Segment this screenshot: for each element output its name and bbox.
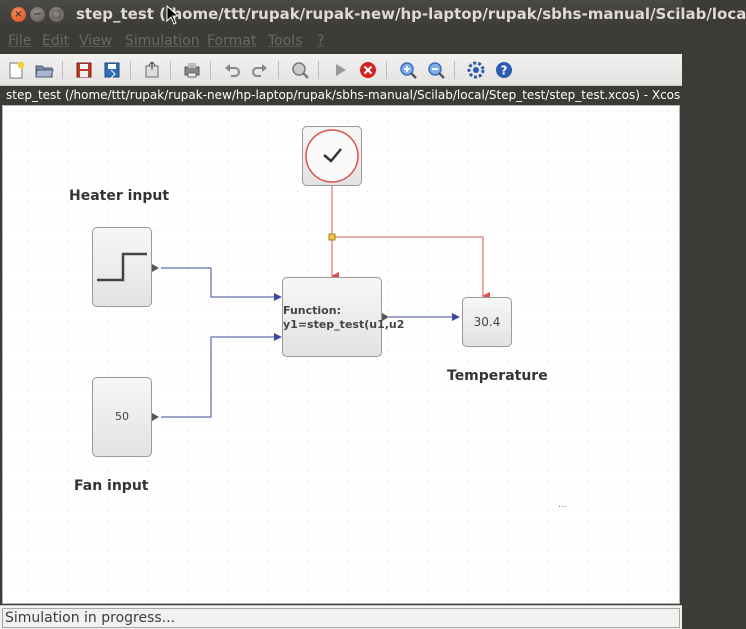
links-layer [161,186,490,418]
zoom-in-icon[interactable] [398,60,418,80]
function-block-expression: y1=step_test(u1,u2 [283,318,405,331]
canvas-ellipsis: ... [558,500,567,510]
help-icon[interactable]: ? [494,60,514,80]
fan-constant-block[interactable]: 50 [92,377,152,457]
window-title: step_test (/home/ttt/rupak/rupak-new/hp-… [76,5,746,23]
menu-help[interactable]: ? [317,33,325,49]
menu-tools[interactable]: Tools [268,33,303,49]
diagram-path-bar: step_test (/home/ttt/rupak/rupak-new/hp-… [0,86,682,105]
function-block-title: Function: [283,304,341,317]
temperature-display-block[interactable]: 30.4 [462,297,512,347]
fit-diagram-icon[interactable] [290,60,310,80]
title-bar[interactable]: × − □ step_test (/home/ttt/rupak/rupak-n… [0,0,746,30]
temperature-display-value: 30.4 [473,315,501,329]
function-block[interactable]: Function: y1=step_test(u1,u2 [282,277,405,357]
svg-text:?: ? [501,64,508,78]
link-heater-to-function[interactable] [161,267,282,301]
open-icon[interactable] [34,60,54,80]
start-icon[interactable] [330,60,350,80]
menu-format[interactable]: Format [207,33,257,49]
fan-output-port[interactable] [152,413,159,421]
save-icon[interactable] [74,60,94,80]
menu-bar: File Edit View Simulation Format Tools ? [0,30,682,54]
toolbar: ? [0,54,682,86]
undo-icon[interactable] [222,60,242,80]
function-output-port[interactable] [382,313,389,321]
clock-block[interactable] [302,126,362,186]
redo-icon[interactable] [250,60,270,80]
zoom-out-icon[interactable] [426,60,446,80]
status-bar: Simulation in progress... [0,605,682,629]
mouse-cursor-icon [166,4,180,25]
stop-icon[interactable] [358,60,378,80]
menu-simulation[interactable]: Simulation [125,33,200,49]
link-fan-to-function[interactable] [161,333,282,418]
step-function-icon [97,252,147,282]
save-as-icon[interactable] [102,60,122,80]
menu-file[interactable]: File [8,33,32,49]
fan-input-label: Fan input [74,478,149,494]
heater-input-label: Heater input [69,188,170,204]
event-link-split-to-display[interactable] [332,236,490,300]
menu-edit[interactable]: Edit [42,33,70,49]
maximize-window-button[interactable]: □ [49,7,64,22]
print-icon[interactable] [182,60,202,80]
minimize-window-button[interactable]: − [30,7,45,22]
menu-view[interactable]: View [79,33,113,49]
clock-icon [305,129,359,183]
step-block[interactable] [92,227,152,307]
temperature-label: Temperature [447,368,548,384]
fan-constant-value: 50 [115,410,129,423]
new-diagram-icon[interactable] [6,60,26,80]
diagram-canvas[interactable]: Heater input 50 Fan input Function: y1=s… [2,105,680,604]
step-output-port[interactable] [152,264,159,272]
event-split-point[interactable] [328,233,336,241]
status-text: Simulation in progress... [2,608,680,628]
close-window-button[interactable]: × [11,7,26,22]
settings-icon[interactable] [466,60,486,80]
export-icon[interactable] [142,60,162,80]
